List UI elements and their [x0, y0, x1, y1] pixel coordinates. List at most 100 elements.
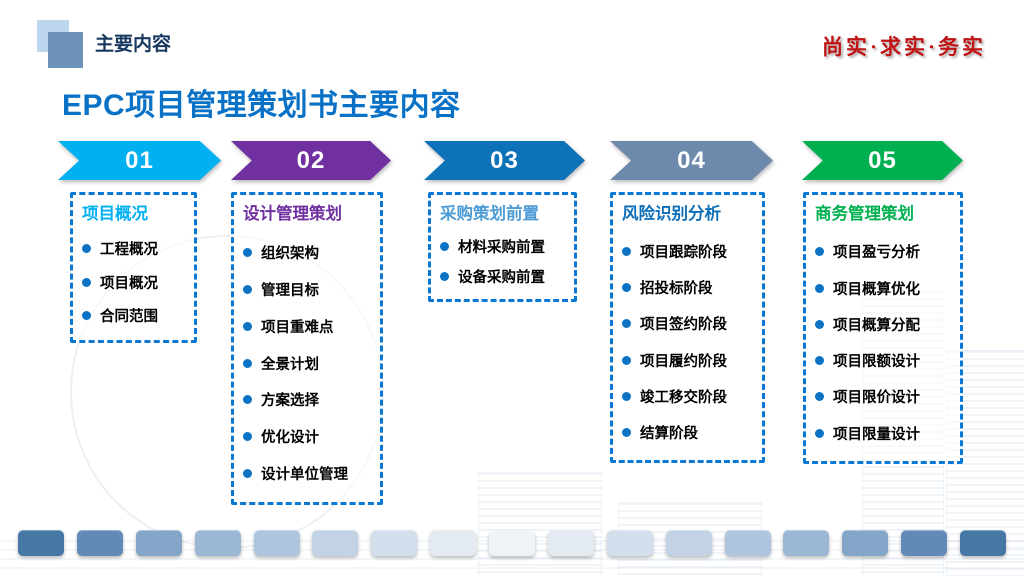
list-item: 材料采购前置	[440, 236, 574, 257]
bullet-dot-icon	[815, 392, 824, 402]
content-box-risk-analysis: 风险识别分析 项目跟踪阶段招投标阶段项目签约阶段项目履约阶段竣工移交阶段结算阶段	[610, 192, 765, 463]
footer-strip-segment	[960, 530, 1006, 556]
footer-strip-segment	[901, 530, 948, 556]
step-arrow-01: 01	[58, 141, 221, 180]
content-box-design-management: 设计管理策划 组织架构管理目标项目重难点全景计划方案选择优化设计设计单位管理	[231, 192, 383, 505]
list-item-label: 管理目标	[261, 282, 319, 299]
bullet-dot-icon	[622, 427, 631, 437]
list-item: 设计单位管理	[243, 463, 380, 484]
step-arrow-05: 05	[802, 141, 963, 180]
list-item: 工程概况	[82, 238, 194, 259]
list-item-label: 优化设计	[261, 430, 319, 447]
bullet-dot-icon	[622, 283, 631, 293]
footer-strip-segment	[18, 530, 64, 556]
list-item: 项目重难点	[243, 316, 380, 337]
footer-strip-segment	[724, 530, 771, 556]
footer-strip-segment	[312, 530, 359, 556]
list-item-label: 项目盈亏分析	[833, 245, 920, 262]
box-header: 风险识别分析	[622, 205, 721, 223]
box-header: 商务管理策划	[815, 205, 914, 223]
list-item-label: 招投标阶段	[640, 281, 713, 298]
list-item-label: 项目履约阶段	[640, 353, 727, 370]
bullet-dot-icon	[82, 244, 91, 254]
box-item-list: 材料采购前置设备采购前置	[431, 224, 574, 299]
step-number: 03	[490, 146, 519, 174]
list-item: 设备采购前置	[440, 266, 574, 287]
footer-strip-segment	[606, 530, 653, 556]
list-item-label: 设备采购前置	[458, 270, 545, 287]
box-item-list: 组织架构管理目标项目重难点全景计划方案选择优化设计设计单位管理	[234, 224, 380, 502]
bullet-dot-icon	[243, 395, 252, 405]
watermark-building-icon	[478, 472, 602, 576]
list-item-label: 结算阶段	[640, 425, 698, 442]
step-number: 02	[296, 146, 326, 174]
bullet-dot-icon	[815, 319, 824, 329]
list-item-label: 项目限额设计	[833, 354, 920, 371]
footer-strip-segment	[253, 530, 300, 556]
footer-strip-segment	[783, 530, 830, 556]
bullet-dot-icon	[243, 358, 252, 368]
list-item: 管理目标	[243, 279, 380, 300]
list-item: 组织架构	[243, 242, 380, 263]
list-item: 项目限额设计	[815, 350, 960, 371]
step-number: 01	[125, 146, 154, 174]
list-item: 项目概算优化	[815, 278, 960, 299]
list-item-label: 项目签约阶段	[640, 317, 727, 334]
page-title: EPC项目管理策划书主要内容	[62, 89, 461, 122]
bullet-dot-icon	[82, 310, 91, 320]
list-item: 项目限量设计	[815, 423, 960, 444]
footer-strip-segment	[76, 530, 123, 556]
header-square-front-icon	[48, 32, 83, 68]
bullet-dot-icon	[622, 391, 631, 401]
bullet-dot-icon	[243, 321, 252, 331]
list-item-label: 材料采购前置	[458, 239, 545, 256]
box-item-list: 项目盈亏分析项目概算优化项目概算分配项目限额设计项目限价设计项目限量设计	[806, 224, 960, 461]
bullet-dot-icon	[622, 355, 631, 365]
bullet-dot-icon	[243, 432, 252, 442]
bullet-dot-icon	[440, 241, 449, 251]
list-item-label: 方案选择	[261, 393, 319, 410]
list-item: 方案选择	[243, 389, 380, 410]
bullet-dot-icon	[622, 247, 631, 257]
bullet-dot-icon	[815, 283, 824, 293]
list-item-label: 项目跟踪阶段	[640, 245, 727, 262]
company-motto: 尚实·求实·务实	[821, 35, 986, 59]
step-number: 04	[677, 146, 706, 174]
step-arrow-02: 02	[231, 141, 391, 180]
bullet-dot-icon	[243, 469, 252, 479]
bullet-dot-icon	[243, 284, 252, 294]
content-box-project-overview: 项目概况 工程概况项目概况合同范围	[70, 192, 197, 343]
list-item: 项目履约阶段	[622, 350, 762, 371]
list-item-label: 设计单位管理	[261, 467, 348, 484]
section-label: 主要内容	[95, 34, 172, 55]
list-item-label: 项目概算优化	[833, 281, 920, 298]
bullet-dot-icon	[243, 247, 252, 257]
bullet-dot-icon	[82, 277, 91, 287]
bullet-dot-icon	[815, 356, 824, 366]
list-item: 项目签约阶段	[622, 313, 762, 334]
bullet-dot-icon	[815, 247, 824, 257]
list-item: 优化设计	[243, 426, 380, 447]
list-item-label: 合同范围	[100, 308, 158, 325]
footer-strip-segment	[489, 530, 535, 556]
list-item: 结算阶段	[622, 422, 762, 443]
footer-strip-segment	[430, 530, 477, 556]
bullet-dot-icon	[815, 428, 824, 438]
list-item: 项目跟踪阶段	[622, 241, 762, 262]
footer-strip-segment	[135, 530, 182, 556]
step-arrow-04: 04	[610, 141, 773, 180]
box-header: 项目概况	[82, 205, 148, 223]
bullet-dot-icon	[622, 319, 631, 329]
box-header: 采购策划前置	[440, 205, 539, 223]
footer-strip	[18, 530, 1006, 556]
list-item-label: 项目概算分配	[833, 317, 920, 334]
box-header: 设计管理策划	[243, 205, 342, 223]
list-item-label: 工程概况	[100, 242, 158, 259]
list-item-label: 项目重难点	[261, 319, 334, 336]
bullet-dot-icon	[440, 272, 449, 282]
list-item: 项目限价设计	[815, 386, 960, 407]
footer-strip-segment	[842, 530, 889, 556]
step-number: 05	[868, 146, 897, 174]
list-item: 项目概算分配	[815, 314, 960, 335]
